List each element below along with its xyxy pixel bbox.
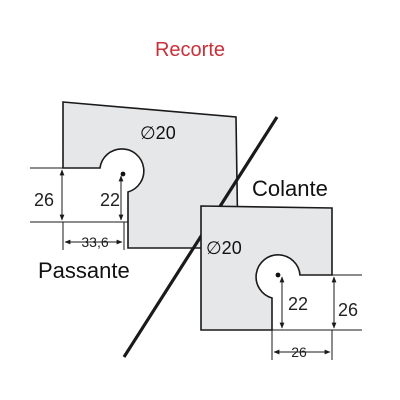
right-height-label: 26 [338, 300, 358, 320]
left-diameter-label: ∅20 [140, 123, 176, 143]
right-label: Colante [252, 176, 328, 201]
right-hole-label: 22 [288, 294, 308, 314]
left-hole-center [120, 171, 126, 177]
right-plate [200, 205, 333, 331]
right-width-label: 26 [291, 344, 307, 360]
left-label: Passante [38, 258, 130, 283]
right-hole-center [275, 272, 281, 278]
left-width-label: 33,6 [81, 234, 108, 250]
left-plate [62, 101, 239, 249]
right-diameter-label: ∅20 [206, 238, 242, 258]
left-hole-label: 22 [100, 190, 120, 210]
left-height-label: 26 [34, 190, 54, 210]
title: Recorte [155, 39, 225, 61]
